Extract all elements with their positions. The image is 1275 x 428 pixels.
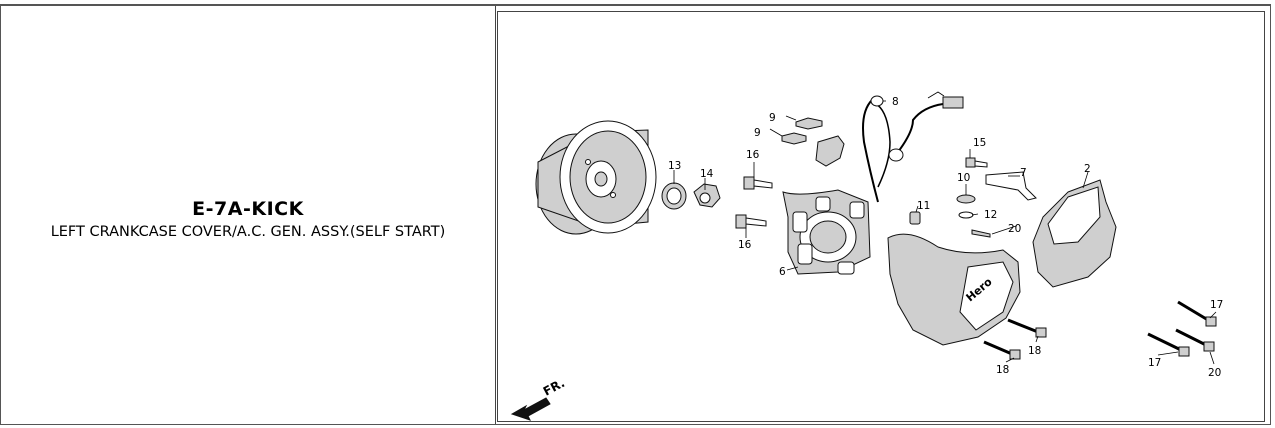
exploded-parts-diagram: Hero bbox=[510, 91, 1223, 421]
callout-labels: 13 14 16 16 6 9 9 8 15 7 10 12 11 20 2 1… bbox=[668, 96, 1223, 379]
callout-11: 13 bbox=[668, 160, 681, 172]
part-2-left-cover[interactable] bbox=[1032, 179, 1117, 288]
callout-10: 10 bbox=[957, 172, 970, 184]
left-crankcase-cover[interactable]: Hero bbox=[887, 233, 1021, 346]
part-6-stator[interactable] bbox=[782, 189, 871, 275]
part-16-bolt-upper[interactable] bbox=[743, 176, 773, 190]
section-code: E-7A-KICK bbox=[192, 198, 304, 220]
callout-18-upper: 18 bbox=[1028, 345, 1041, 357]
callout-17-lower: 17 bbox=[1148, 357, 1161, 369]
parts-catalog-frame: E-7A-KICK LEFT CRANKCASE COVER/A.C. GEN.… bbox=[0, 4, 1271, 425]
part-11-oil-seal[interactable] bbox=[661, 182, 687, 210]
callout-12: 11 bbox=[917, 200, 930, 212]
part-9-screw-upper[interactable] bbox=[795, 117, 823, 130]
section-header-panel: E-7A-KICK LEFT CRANKCASE COVER/A.C. GEN.… bbox=[1, 6, 496, 424]
callout-20-lower: 20 bbox=[1208, 367, 1221, 379]
callout-17-right: 17 bbox=[1210, 299, 1223, 311]
part-9-screw-lower[interactable] bbox=[781, 132, 807, 145]
exploded-diagram-panel: Hero bbox=[497, 11, 1265, 422]
part-15-bolt[interactable] bbox=[965, 157, 988, 168]
callout-2: 2 bbox=[1084, 163, 1091, 175]
callout-18-lower: 18 bbox=[996, 364, 1009, 376]
callout-9-upper: 9 bbox=[769, 112, 776, 124]
part-20-bolt-upper[interactable] bbox=[971, 229, 991, 238]
callout-14: 14 bbox=[700, 168, 714, 180]
callout-16-lower: 16 bbox=[738, 239, 752, 251]
part-flywheel[interactable] bbox=[535, 120, 657, 235]
part-18-bolt-lower[interactable] bbox=[983, 340, 1021, 360]
part-16-bolt-lower[interactable] bbox=[735, 214, 767, 229]
callout-8: 8 bbox=[892, 96, 899, 108]
part-8-grommet-wire[interactable] bbox=[862, 91, 964, 203]
pulse-generator[interactable] bbox=[815, 135, 845, 167]
callout-20-upper: 20 bbox=[1008, 223, 1021, 235]
part-18-bolt-upper[interactable] bbox=[1007, 318, 1047, 338]
callout-9-lower: 9 bbox=[754, 127, 761, 139]
front-direction-label: FR. bbox=[541, 376, 567, 399]
callout-16-upper: 16 bbox=[746, 149, 760, 161]
callout-13: 12 bbox=[984, 209, 997, 221]
part-12-dowel-pin[interactable] bbox=[909, 211, 921, 225]
part-17-bolt-lower[interactable] bbox=[1147, 332, 1190, 357]
section-title: LEFT CRANKCASE COVER/A.C. GEN. ASSY.(SEL… bbox=[50, 224, 446, 240]
callout-15: 15 bbox=[973, 137, 986, 149]
part-14-nut[interactable] bbox=[693, 183, 721, 208]
callout-6: 6 bbox=[779, 266, 786, 278]
part-13-washer[interactable] bbox=[958, 211, 974, 219]
part-20-bolt-lower[interactable] bbox=[1175, 328, 1215, 352]
part-10-collar[interactable] bbox=[956, 194, 976, 204]
callout-7: 7 bbox=[1020, 167, 1027, 179]
leader-lines bbox=[673, 100, 1217, 365]
front-direction-arrow-icon: FR. bbox=[510, 376, 567, 421]
part-7-clamp[interactable] bbox=[985, 171, 1037, 201]
